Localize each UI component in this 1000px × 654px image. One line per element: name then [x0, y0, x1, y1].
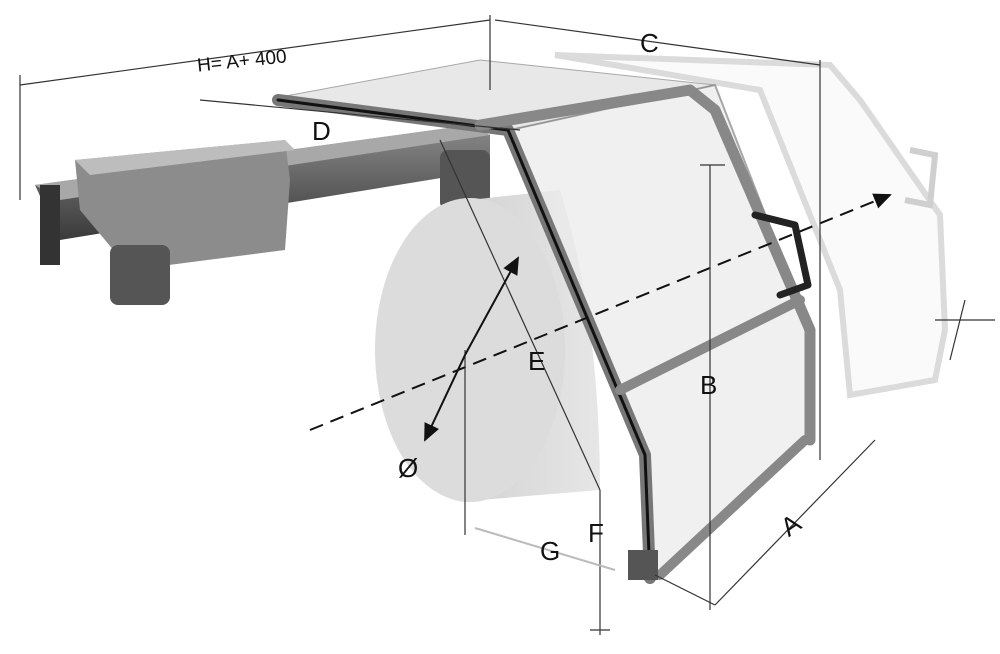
- dimension-lines: [19, 15, 995, 635]
- dimension-label-c: C: [640, 28, 659, 58]
- dimension-label-e: E: [528, 346, 546, 376]
- linear-rail: [35, 125, 490, 305]
- guard-open-position-ghost: [554, 52, 949, 399]
- dimension-label-f: F: [588, 518, 604, 548]
- dimension-label-d: D: [312, 116, 331, 146]
- dimension-label-diameter: Ø: [398, 453, 419, 483]
- dimension-label-g: G: [540, 536, 561, 566]
- guard-frame: [272, 84, 816, 584]
- rotation-axis: [309, 193, 892, 431]
- diameter-arrows: [424, 256, 519, 442]
- dimension-label-b: B: [700, 370, 718, 400]
- dimension-g-arrow: [474, 527, 616, 571]
